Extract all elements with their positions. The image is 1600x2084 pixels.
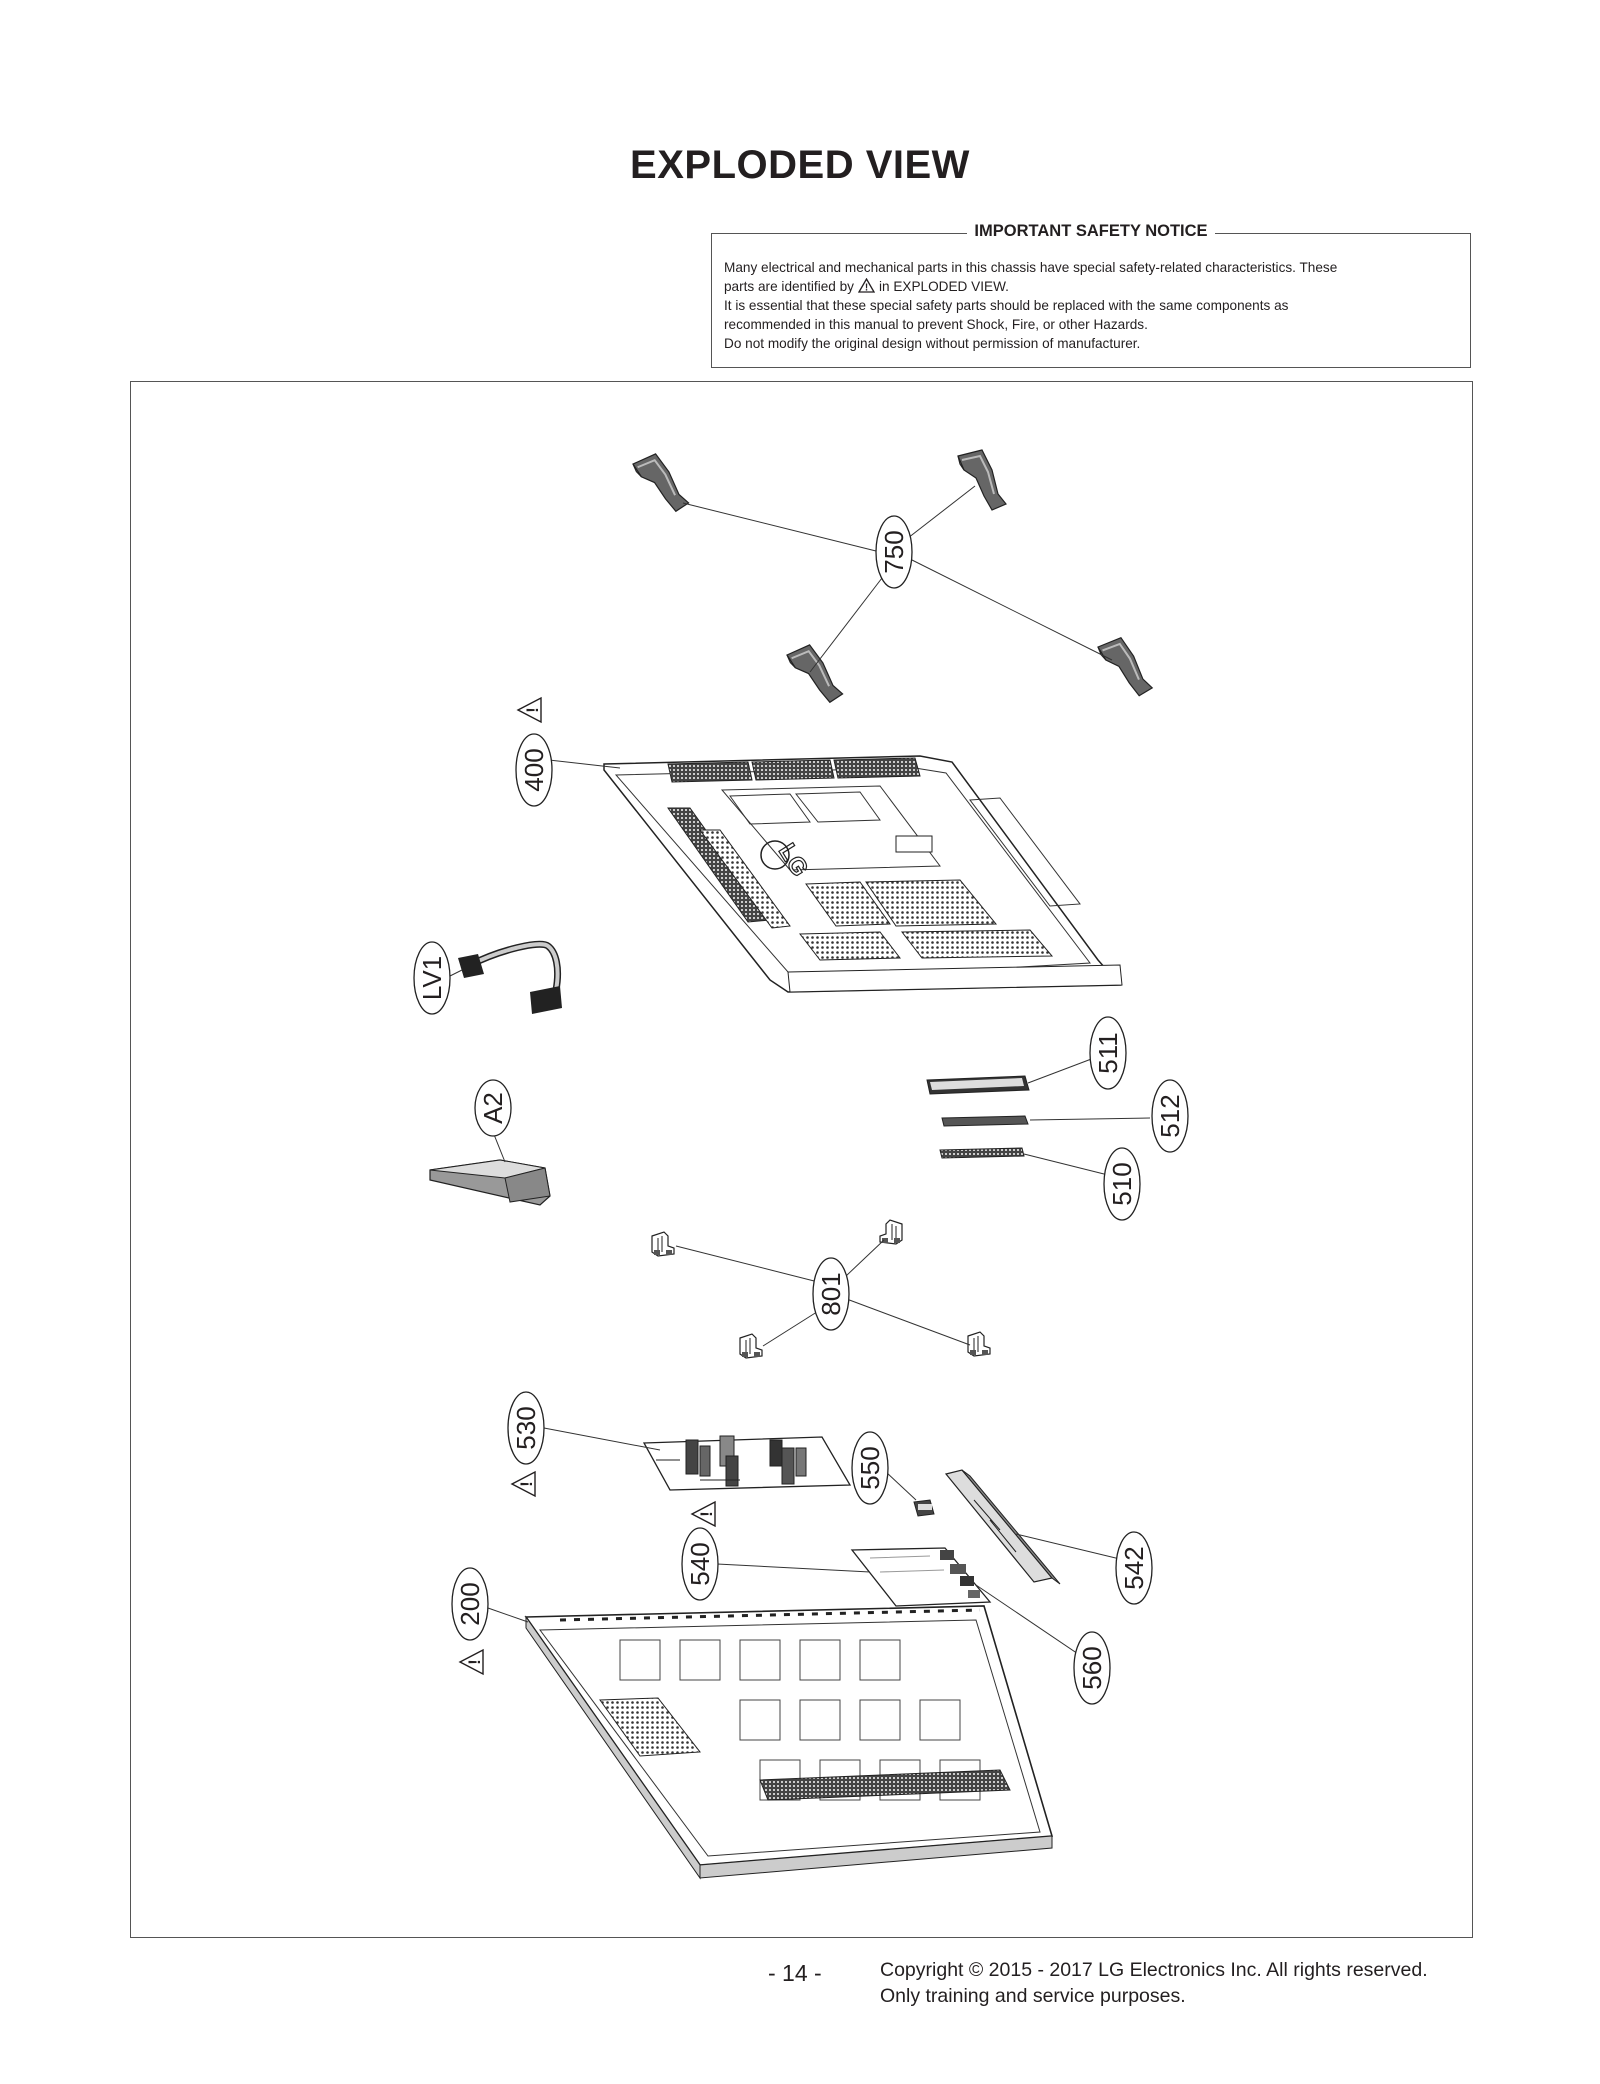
svg-text:LV1: LV1 [417,956,447,1000]
warning-triangle-icon [459,1649,485,1675]
callout-750: 750 [875,515,913,589]
copyright-line: Only training and service purposes. [880,1985,1186,2007]
callout-510: 510 [1103,1147,1141,1221]
callout-200: 200 [451,1567,489,1641]
small-board-part [926,1075,1030,1159]
safety-notice-title: IMPORTANT SAFETY NOTICE [967,222,1215,240]
svg-text:512: 512 [1155,1094,1185,1137]
svg-text:560: 560 [1077,1646,1107,1689]
copyright-line: Copyright © 2015 - 2017 LG Electronics I… [880,1959,1428,1981]
svg-text:540: 540 [685,1542,715,1585]
svg-text:200: 200 [455,1582,485,1625]
copyright-notice: Copyright © 2015 - 2017 LG Electronics I… [880,1957,1428,2009]
connector-part [913,1499,935,1517]
warning-triangle-icon [511,1471,537,1497]
callout-550: 550 [851,1431,889,1505]
svg-text:530: 530 [511,1406,541,1449]
svg-text:511: 511 [1093,1032,1123,1073]
warning-triangle-icon: ! [857,278,875,294]
svg-text:550: 550 [855,1446,885,1489]
callout-540: 540 [681,1527,719,1601]
safety-notice-box: IMPORTANT SAFETY NOTICE Many electrical … [711,222,1471,368]
svg-text:A2: A2 [478,1092,508,1124]
notice-line: It is essential that these special safet… [724,298,1289,313]
svg-text:542: 542 [1119,1546,1149,1589]
display-module-part [524,1605,1054,1880]
callout-400: 400 [515,733,553,807]
callout-511: 511 [1089,1016,1127,1090]
lvds-cable-part [458,940,562,1014]
svg-text:!: ! [865,283,868,294]
callout-530: 530 [507,1391,545,1465]
notice-line: recommended in this manual to prevent Sh… [724,317,1148,332]
svg-text:801: 801 [816,1272,846,1315]
page-number: - 14 - [768,1960,822,1986]
notice-line: Many electrical and mechanical parts in … [724,260,1338,275]
main-board-part [850,1547,992,1607]
warning-triangle-icon [517,697,543,723]
callout-lv1: LV1 [413,941,451,1015]
exploded-view-frame [130,381,1473,1938]
callout-801: 801 [812,1257,850,1331]
side-cover-part [944,1469,1061,1585]
callout-512: 512 [1151,1079,1189,1153]
callout-560: 560 [1073,1631,1111,1705]
page-title: EXPLODED VIEW [630,143,970,187]
notice-line: Do not modify the original design withou… [724,336,1141,351]
remote-control-part [429,1159,551,1206]
callout-542: 542 [1115,1531,1153,1605]
svg-text:750: 750 [879,530,909,573]
notice-line: parts are identified by!in EXPLODED VIEW… [724,278,1009,294]
warning-triangle-icon [691,1501,717,1527]
svg-text:510: 510 [1107,1162,1137,1205]
power-board-part [642,1435,852,1491]
callout-a2: A2 [474,1079,512,1137]
back-cover-part: LG [603,755,1123,993]
safety-notice-body: Many electrical and mechanical parts in … [724,258,1458,353]
svg-text:400: 400 [519,748,549,791]
